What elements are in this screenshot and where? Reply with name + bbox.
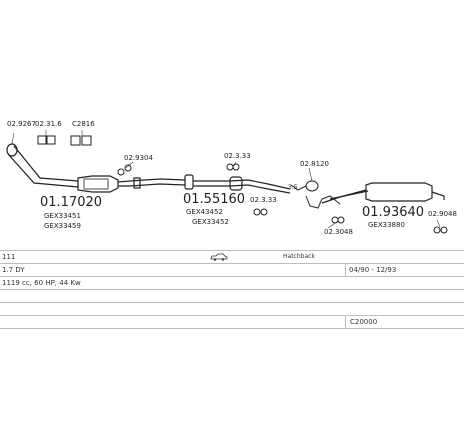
table-divider xyxy=(0,276,464,277)
production-years: 04/90 - 12/93 xyxy=(349,266,397,274)
rear-silencer xyxy=(321,182,445,204)
callout-label: 02.9267 xyxy=(7,120,36,128)
catalytic-converter xyxy=(77,175,131,193)
callout-label: 02.3.33 xyxy=(250,196,277,204)
power-spec: 1119 cc, 60 HP, 44 Kw xyxy=(2,279,81,287)
callout-label: 02.8120 xyxy=(300,160,329,168)
callout-label: 02.3048 xyxy=(324,228,353,236)
body-type: Hatchback xyxy=(283,253,315,260)
callout-label: 02.3.33 xyxy=(224,152,251,160)
intermediate-pipe xyxy=(129,174,291,194)
column-divider xyxy=(345,263,346,276)
model-code: 111 xyxy=(2,253,16,261)
table-divider xyxy=(0,328,464,329)
column-divider xyxy=(345,315,346,328)
leader-lines xyxy=(11,130,441,229)
table-divider xyxy=(0,250,464,251)
part-ref: GEX43452 xyxy=(186,208,223,216)
part-ref: GEX33459 xyxy=(44,222,81,230)
callout-label: 02.9304 xyxy=(124,154,153,162)
part-ref: GEX33452 xyxy=(192,218,229,226)
part-ref: GEX33451 xyxy=(44,212,81,220)
part-ref: GEX33880 xyxy=(368,221,405,229)
small-parts xyxy=(37,135,448,234)
engine-spec: 1.7 DY xyxy=(2,266,25,274)
callout-label: 02.31.6 xyxy=(35,120,62,128)
callout-label: 02.9048 xyxy=(428,210,457,218)
exhaust-system-diagram: 02.9267 02.31.6 C2816 02.9304 02.3.33 02… xyxy=(6,120,457,236)
part-code: 01.93640 xyxy=(362,205,424,220)
callout-label: C2816 xyxy=(72,120,95,128)
callout-label: 3.5 xyxy=(288,184,298,191)
car-side-icon xyxy=(210,253,228,261)
table-divider xyxy=(0,289,464,290)
table-divider xyxy=(0,315,464,316)
part-code: 01.55160 xyxy=(183,192,245,207)
gasket-part xyxy=(117,164,132,176)
table-divider xyxy=(0,263,464,264)
table-divider xyxy=(0,302,464,303)
front-pipe xyxy=(6,143,79,188)
system-reference: C20000 xyxy=(350,318,378,326)
part-code: 01.17020 xyxy=(40,195,102,210)
